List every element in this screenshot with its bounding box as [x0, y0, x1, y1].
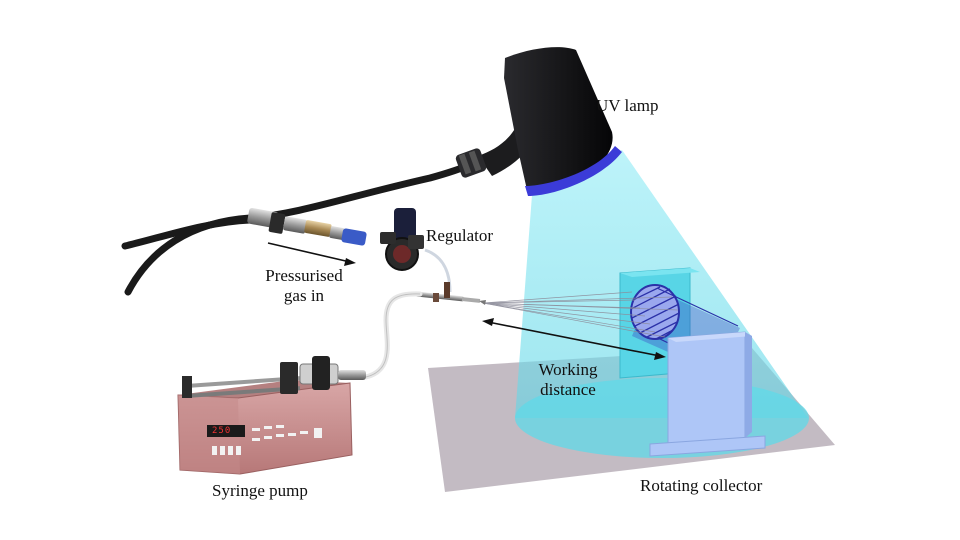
regulator-label: Regulator [426, 226, 494, 245]
pump-display-readout: 250 [212, 426, 232, 436]
uv-lamp-emitter [525, 146, 622, 196]
gas-hose [124, 158, 482, 296]
spray-nozzle [416, 282, 486, 305]
working-distance-label-line1: Working [538, 360, 598, 379]
pressurised-gas-in-label: Pressurised gas in [258, 266, 350, 306]
uv-lamp [455, 47, 622, 196]
pump-display [207, 425, 245, 437]
pump-buttons [212, 425, 322, 455]
working-distance-label: Working distance [528, 360, 608, 400]
gas-in-arrow [267, 242, 356, 266]
collector-front-stand [667, 331, 746, 445]
syringe-pump [177, 356, 366, 475]
uv-lamp-head [504, 47, 613, 191]
working-distance-label-line2: distance [540, 380, 596, 399]
syringe-pump-label: Syringe pump [212, 481, 308, 500]
syringe-tubing [363, 291, 423, 380]
gas-hose-tail [121, 216, 254, 250]
pressurised-gas-in-label-line2: gas in [283, 286, 325, 305]
hose-fittings [247, 207, 367, 246]
pressurised-gas-in-label-line1: Pressurised [265, 266, 343, 285]
spray-jet [482, 291, 679, 338]
rotating-collector-label: Rotating collector [640, 476, 763, 495]
rotating-collector [619, 267, 766, 457]
regulator [380, 208, 424, 271]
working-distance-arrow [482, 318, 666, 360]
uv-lamp-label: UV lamp [596, 96, 659, 115]
collector-base [649, 435, 766, 457]
